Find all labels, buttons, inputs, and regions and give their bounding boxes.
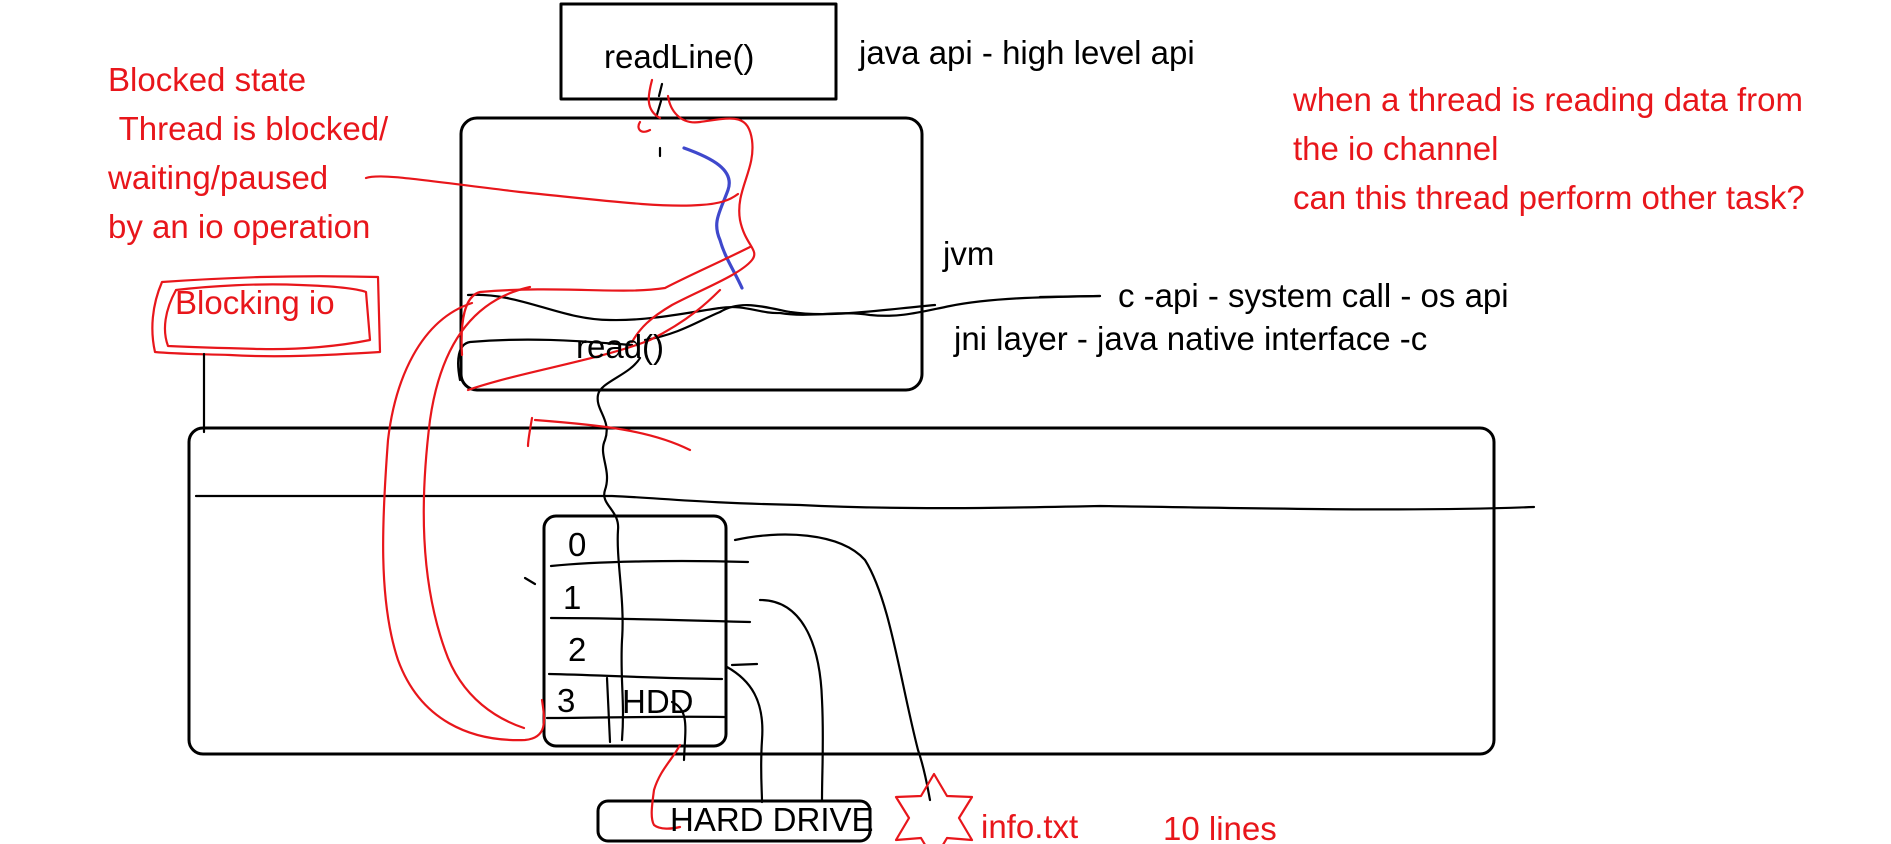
hdd-cell-divider <box>605 676 612 744</box>
blocked-note-line: by an io operation <box>108 208 370 245</box>
jvm-box <box>459 116 924 392</box>
fd-slot-2: 2 <box>568 631 586 668</box>
jvm-label: jvm <box>942 235 994 272</box>
blocked-pointer <box>364 175 740 207</box>
blocked-note-line: Blocked state <box>108 61 306 98</box>
readline-label: readLine() <box>604 38 754 75</box>
fd-row-divider <box>549 559 750 568</box>
line-count-label: 10 lines <box>1163 810 1277 844</box>
file-star-icon <box>894 772 974 844</box>
java-api-label: java api - high level api <box>858 34 1195 71</box>
file-name-label: info.txt <box>981 808 1078 844</box>
question-line: can this thread perform other task? <box>1293 179 1805 216</box>
fd0-to-file <box>733 533 932 802</box>
read-bracket <box>457 338 634 382</box>
blocked-note-line: waiting/paused <box>107 159 328 196</box>
kernel-boundary-line <box>194 494 1536 511</box>
c-api-connector <box>466 293 1102 322</box>
fd-row-divider <box>549 616 752 624</box>
hard-drive-label: HARD DRIVE <box>670 801 874 838</box>
fd-table-box <box>542 514 728 748</box>
fd-tick <box>523 576 537 586</box>
fd-slot-1: 1 <box>563 579 581 616</box>
red-sweep <box>526 416 692 452</box>
jni-label: jni layer - java native interface -c <box>953 320 1427 357</box>
hdd-label: HDD <box>622 683 694 720</box>
blocking-io-box-inner <box>163 283 372 351</box>
hard-drive-box <box>596 799 872 843</box>
fd1-to-drive <box>758 598 824 802</box>
os-box <box>187 426 1496 756</box>
red-drive-loop <box>650 743 682 830</box>
c-api-label: c -api - system call - os api <box>1118 277 1509 314</box>
red-return-path-2 <box>422 285 532 730</box>
readline-red-loop-2 <box>637 78 662 133</box>
fd-slot-0: 0 <box>568 526 586 563</box>
blocking-io-label: Blocking io <box>175 284 335 321</box>
read-syscall-line <box>596 356 642 742</box>
readline-box <box>559 2 838 101</box>
hdd-to-drive <box>670 700 687 762</box>
red-return-path-3 <box>460 245 752 357</box>
question-line: when a thread is reading data from <box>1292 81 1803 118</box>
c-api-pointer <box>1038 294 1102 299</box>
readline-link <box>654 82 664 158</box>
red-return-path-4 <box>466 288 722 392</box>
hdd-tick <box>730 662 759 667</box>
blocking-io-box <box>151 275 382 358</box>
read-label: read() <box>576 328 664 365</box>
fd-row-divider <box>547 672 724 681</box>
question-line: the io channel <box>1293 130 1499 167</box>
readline-red-loop <box>630 94 756 344</box>
jni-connector <box>643 303 937 342</box>
fd2-to-drive <box>725 665 764 804</box>
red-return-path-1 <box>382 301 546 742</box>
blocked-note-line: Thread is blocked/ <box>110 110 389 147</box>
fd-slot-3: 3 <box>557 682 575 719</box>
fd-row-divider <box>545 715 726 720</box>
thread-curve <box>682 146 744 290</box>
